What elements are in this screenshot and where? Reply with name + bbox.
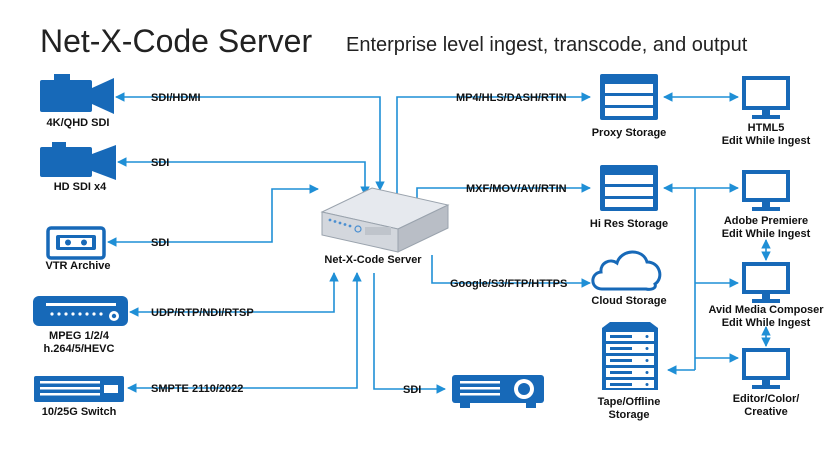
tape-storage-label-1: Tape/Offline (598, 396, 661, 408)
source-label-switch: 10/25G Switch (42, 406, 117, 418)
client-label-html5-1: HTML5 (748, 122, 785, 134)
monitor-icon (742, 76, 790, 119)
wire-hd-source (117, 157, 370, 196)
link-label-sdi-vtr: SDI (151, 237, 169, 249)
link-label-sdi-hd: SDI (151, 157, 169, 169)
monitor-icon (742, 348, 790, 389)
connection-lines (107, 92, 771, 394)
source-label-mpeg-2: h.264/5/HEVC (44, 343, 115, 355)
video-camera-icon (40, 74, 114, 114)
wire-switch-source (127, 272, 362, 393)
client-label-editor-2: Creative (744, 406, 787, 418)
client-label-premiere-1: Adobe Premiere (724, 215, 808, 227)
server-appliance-icon (320, 187, 450, 253)
client-label-html5-2: Edit While Ingest (722, 135, 811, 147)
hires-storage-label: Hi Res Storage (590, 218, 668, 230)
server-label: Net-X-Code Server (324, 254, 422, 266)
source-label-mpeg-1: MPEG 1/2/4 (49, 330, 110, 342)
link-label-sdi-out: SDI (403, 384, 421, 396)
page-title: Net-X-Code Server (40, 23, 312, 59)
tape-library-icon (602, 322, 658, 390)
link-label-smpte: SMPTE 2110/2022 (151, 383, 243, 395)
page-subtitle: Enterprise level ingest, transcode, and … (346, 34, 748, 56)
wire-4k-source (115, 92, 385, 191)
storage-stack-icon (600, 165, 658, 211)
link-label-mp4: MP4/HLS/DASH/RTIN (456, 92, 567, 104)
video-camera-icon (40, 142, 116, 180)
vtr-deck-icon (46, 226, 106, 260)
cloud-icon (591, 250, 662, 291)
client-label-premiere-2: Edit While Ingest (722, 228, 811, 240)
link-label-sdi-hdmi: SDI/HDMI (151, 92, 201, 104)
wire-vtr-source (107, 184, 319, 247)
client-label-editor-1: Editor/Color/ (733, 393, 800, 405)
proxy-storage-label: Proxy Storage (592, 127, 667, 139)
source-label-4k: 4K/QHD SDI (47, 117, 110, 129)
client-label-avid-1: Avid Media Composer (708, 304, 824, 316)
monitor-icon (742, 262, 790, 303)
wire-cloud-output (431, 255, 591, 288)
wire-proxy-output (396, 92, 591, 195)
source-label-hd: HD SDI x4 (54, 181, 107, 193)
storage-stack-icon (600, 74, 658, 120)
projector-icon (452, 375, 544, 408)
monitor-icon (742, 170, 790, 211)
network-switch-icon (34, 376, 124, 402)
source-label-vtr: VTR Archive (45, 260, 110, 272)
wire-projector-output (373, 273, 446, 394)
encoder-icon (33, 296, 128, 326)
client-label-avid-2: Edit While Ingest (722, 317, 811, 329)
cloud-storage-label: Cloud Storage (591, 295, 666, 307)
link-label-google: Google/S3/FTP/HTTPS (450, 278, 567, 290)
tape-storage-label-2: Storage (609, 409, 650, 421)
link-label-mxf: MXF/MOV/AVI/RTIN (466, 183, 567, 195)
link-label-udp: UDP/RTP/NDI/RTSP (151, 307, 254, 319)
